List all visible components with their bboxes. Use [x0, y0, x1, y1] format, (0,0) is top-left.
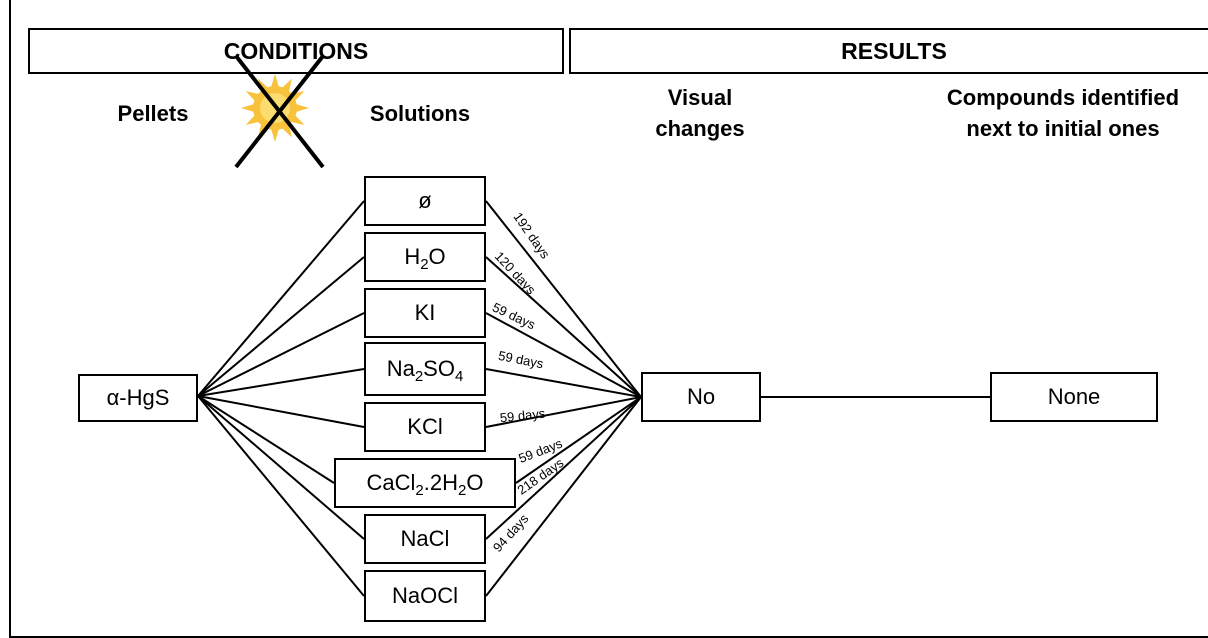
sun-ray — [270, 127, 280, 142]
solution-box: NaCl — [364, 514, 486, 564]
visual-result-box: No — [641, 372, 761, 422]
solution-formula: ø — [418, 188, 432, 213]
solution-box: Na2SO4 — [364, 342, 486, 396]
sample-link-line — [197, 256, 365, 397]
sample-link-line — [197, 312, 365, 397]
sun-ray — [270, 74, 280, 89]
solution-box: KI — [364, 288, 486, 338]
result-link-line — [485, 396, 642, 540]
compounds-result-box: None — [990, 372, 1158, 422]
solution-box: NaOCl — [364, 570, 486, 622]
solution-formula: KI — [414, 300, 436, 325]
conditions-header: CONDITIONS — [28, 28, 564, 74]
cross-line-2 — [234, 54, 325, 169]
compounds-label: Compounds identified next to initial one… — [918, 82, 1208, 144]
result-link-line — [485, 368, 642, 398]
result-link-line — [485, 312, 642, 398]
solution-formula: NaCl — [400, 526, 450, 551]
sample-link-line — [197, 200, 365, 397]
compounds-line-2: next to initial ones — [966, 116, 1160, 141]
result-link-line — [485, 256, 642, 398]
solution-formula: KCl — [407, 414, 443, 439]
result-link-line — [485, 200, 642, 398]
sample-link-line — [197, 395, 365, 597]
sun-ray — [241, 103, 256, 113]
solution-formula: CaCl2.2H2O — [366, 470, 484, 499]
compounds-line-1: Compounds identified — [946, 85, 1180, 110]
pellets-label: Pellets — [117, 101, 189, 126]
solutions-label: Solutions — [369, 101, 471, 126]
result-link-line — [515, 396, 642, 484]
solution-box: KCl — [364, 402, 486, 452]
sample-link-line — [197, 395, 335, 484]
cross-icon — [234, 54, 325, 169]
result-link-line — [485, 396, 642, 597]
solution-box: H2O — [364, 232, 486, 282]
duration-label: 120 days — [492, 249, 539, 298]
visual-changes-line-1: Visual — [667, 85, 733, 110]
solution-box: CaCl2.2H2O — [334, 458, 516, 508]
visual-changes-line-2: changes — [655, 116, 745, 141]
duration-label: 192 days — [510, 210, 553, 262]
sun-ray — [294, 103, 309, 113]
duration-label: 59 days — [497, 348, 545, 372]
duration-label: 59 days — [499, 406, 546, 426]
sample-link-line — [197, 395, 365, 428]
solution-formula: H2O — [404, 244, 446, 273]
results-header: RESULTS — [569, 28, 1208, 74]
sample-link-line — [197, 395, 365, 540]
solution-formula: Na2SO4 — [386, 356, 464, 385]
visual-changes-label: Visual changes — [630, 82, 770, 144]
solution-formula: NaOCl — [391, 583, 458, 608]
sample-box: α-HgS — [78, 374, 198, 422]
sample-link-line — [197, 368, 365, 397]
solution-box: ø — [364, 176, 486, 226]
result-link-line — [485, 396, 642, 428]
